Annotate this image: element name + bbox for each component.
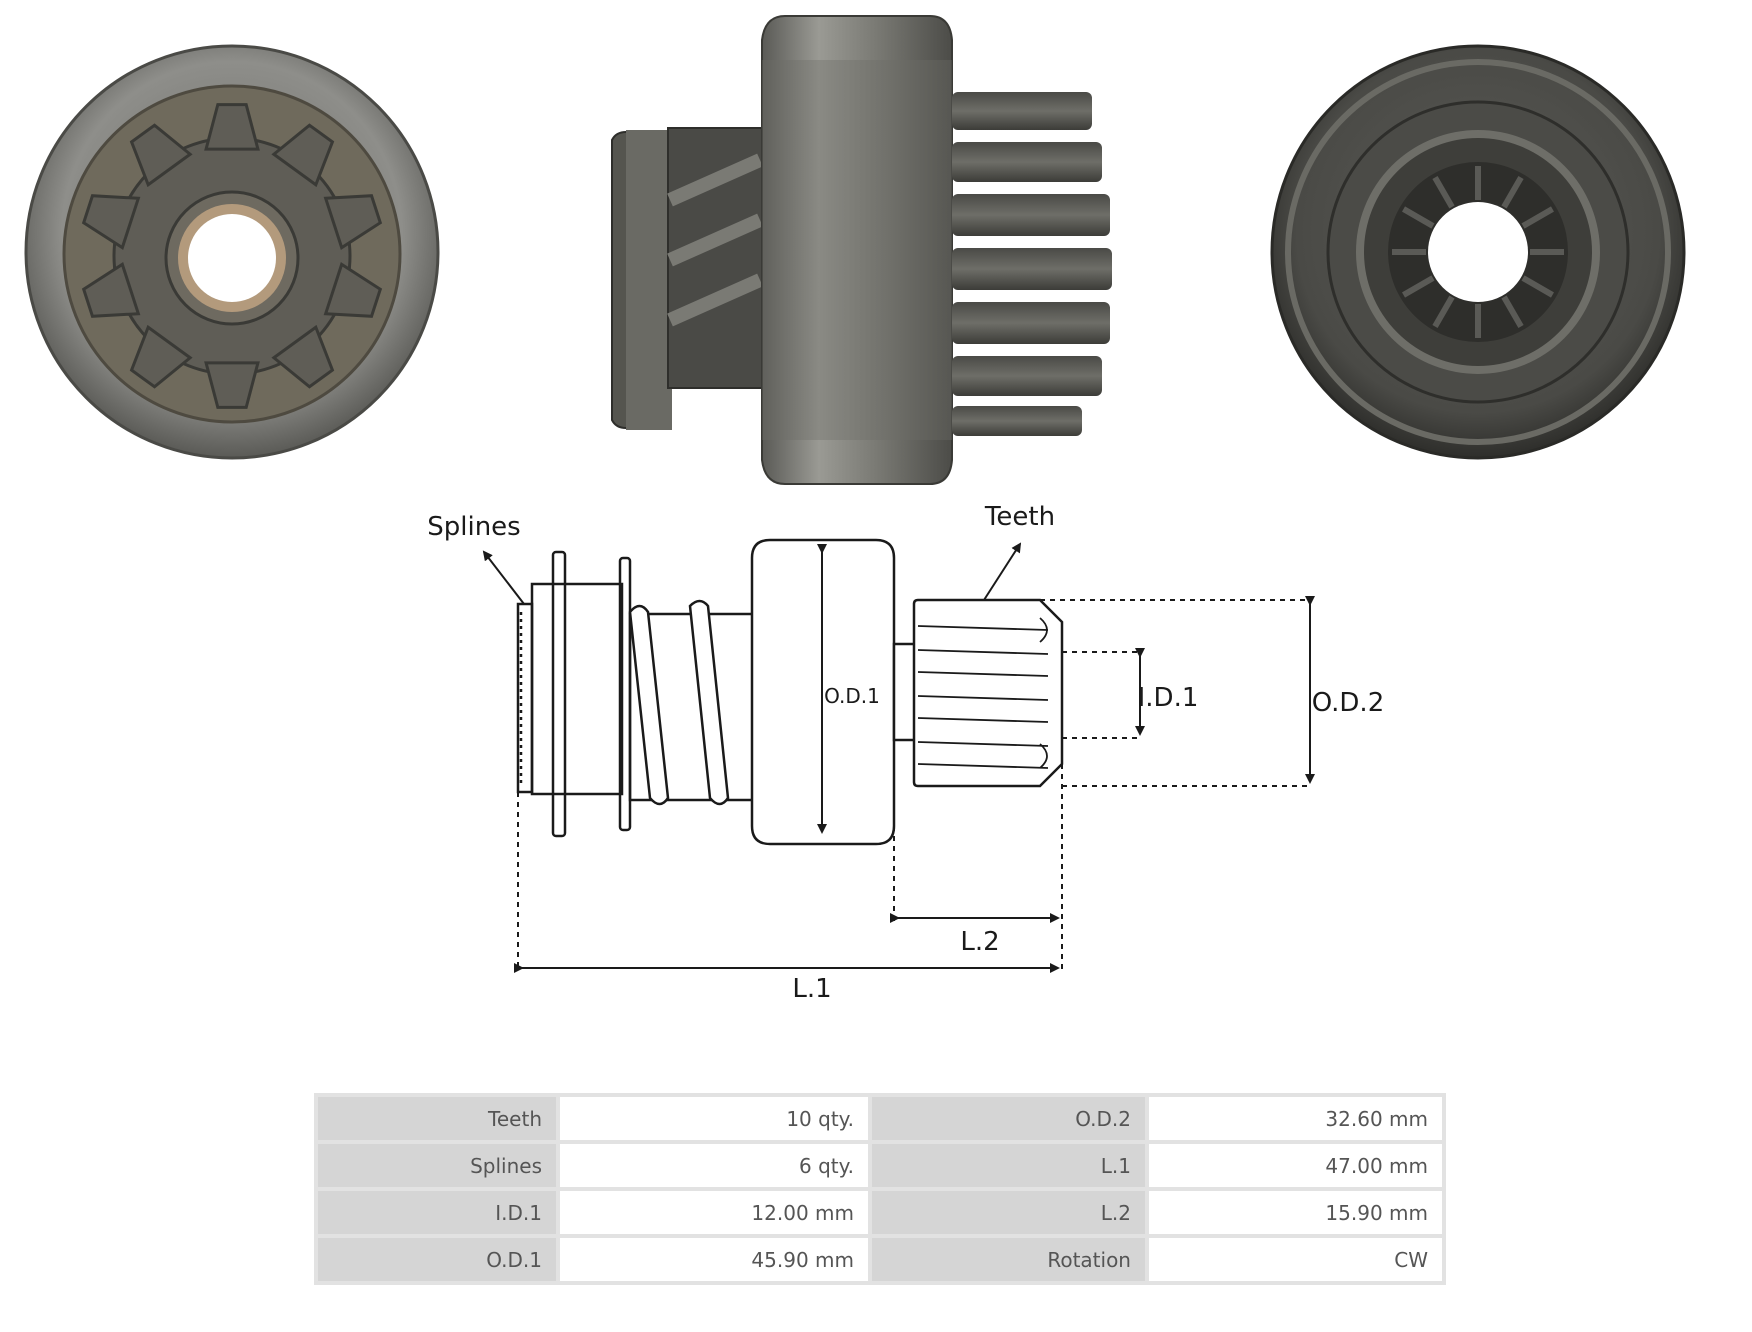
spec-value: 47.00 mm — [1149, 1144, 1442, 1187]
gear-tooth-set — [81, 103, 383, 409]
spline-ridge — [1501, 295, 1524, 328]
spec-label: Rotation — [872, 1238, 1145, 1281]
pinion-tooth-line — [917, 671, 1049, 677]
spline-ridge — [1521, 206, 1554, 229]
splines-leader — [482, 550, 525, 605]
spring-coils — [628, 599, 730, 806]
technical-drawing — [482, 538, 1315, 973]
spec-label: O.D.2 — [872, 1097, 1145, 1140]
spec-value: 10 qty. — [560, 1097, 868, 1140]
table-row: O.D.1 45.90 mm Rotation CW — [318, 1238, 1442, 1281]
pinion-tooth-line — [917, 649, 1049, 655]
spline-ridge — [1521, 275, 1554, 298]
rear-view-photo — [1270, 44, 1686, 460]
pinion-chamfer — [1039, 743, 1048, 769]
pinion-tooth-line — [917, 763, 1049, 769]
spec-value: 45.90 mm — [560, 1238, 868, 1281]
od1-label: O.D.1 — [824, 684, 880, 708]
pinion-outline — [912, 598, 1064, 788]
spec-label: O.D.1 — [318, 1238, 556, 1281]
collar — [530, 582, 624, 796]
pinion-tooth-lines — [917, 617, 1049, 769]
spec-label: Teeth — [318, 1097, 556, 1140]
spec-value: 12.00 mm — [560, 1191, 868, 1234]
pinion-tooth-line — [917, 741, 1049, 747]
pinion-teeth-side — [952, 92, 1112, 436]
spec-value: CW — [1149, 1238, 1442, 1281]
spec-label: L.2 — [872, 1191, 1145, 1234]
od2-label: O.D.2 — [1312, 688, 1385, 718]
spec-label: L.1 — [872, 1144, 1145, 1187]
spec-label: Splines — [318, 1144, 556, 1187]
front-view-photo — [24, 44, 440, 460]
spline-ridge — [1402, 275, 1435, 298]
spline-ridge — [1432, 176, 1455, 209]
splines-label: Splines — [427, 512, 520, 542]
table-row: Splines 6 qty. L.1 47.00 mm — [318, 1144, 1442, 1187]
l2-label: L.2 — [960, 927, 999, 957]
teeth-label: Teeth — [984, 502, 1055, 532]
spec-value: 32.60 mm — [1149, 1097, 1442, 1140]
table-row: Teeth 10 qty. O.D.2 32.60 mm — [318, 1097, 1442, 1140]
l1-label: L.1 — [792, 974, 831, 1004]
spline-ridge — [1402, 206, 1435, 229]
spline-ridge — [1432, 295, 1455, 328]
pinion-tooth-line — [917, 717, 1049, 723]
pinion-tooth-line — [917, 625, 1049, 631]
internal-splines — [1392, 166, 1564, 338]
spec-label: I.D.1 — [318, 1191, 556, 1234]
table-row: I.D.1 12.00 mm L.2 15.90 mm — [318, 1191, 1442, 1234]
spec-value: 6 qty. — [560, 1144, 868, 1187]
pinion-tooth-line — [917, 695, 1049, 701]
spline-ridge — [1501, 176, 1524, 209]
teeth-leader — [983, 542, 1022, 601]
flange-left — [551, 550, 567, 838]
id1-label: I.D.1 — [1138, 683, 1199, 713]
spec-value: 15.90 mm — [1149, 1191, 1442, 1234]
specifications-table: Teeth 10 qty. O.D.2 32.60 mm Splines 6 q… — [314, 1093, 1446, 1285]
pinion-chamfer — [1039, 617, 1048, 643]
side-view-photo — [611, 15, 1112, 485]
